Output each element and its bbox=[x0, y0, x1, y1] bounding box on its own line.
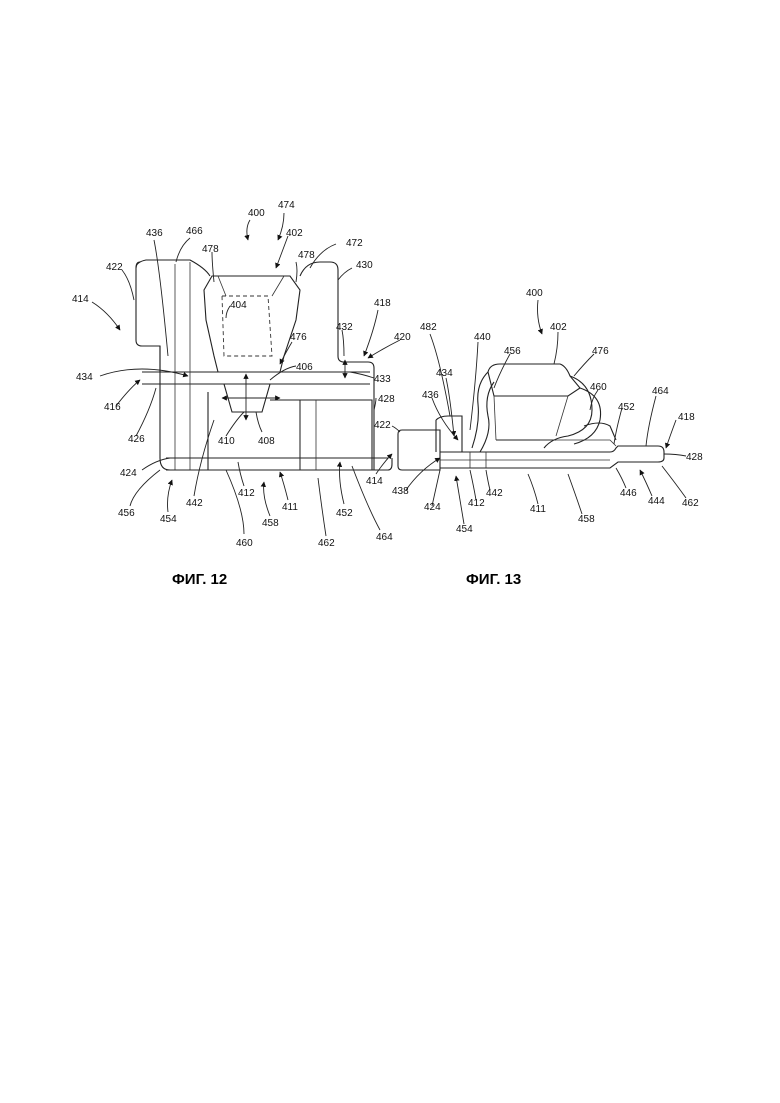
fig13-label: 438 bbox=[392, 486, 409, 497]
fig13-label: 412 bbox=[468, 498, 485, 509]
figure-13-leaders bbox=[392, 300, 686, 524]
fig13-label: 460 bbox=[590, 382, 607, 393]
fig13-label: 424 bbox=[424, 502, 441, 513]
figure-12-caption: ФИГ. 12 bbox=[172, 571, 227, 588]
fig12-label: 430 bbox=[356, 260, 373, 271]
fig13-label: 411 bbox=[530, 504, 546, 515]
fig13-label: 462 bbox=[682, 498, 699, 509]
fig13-label: 428 bbox=[686, 452, 703, 463]
fig12-label: 416 bbox=[104, 402, 121, 413]
fig12-label: 432 bbox=[336, 322, 353, 333]
figure-13-drawing bbox=[398, 364, 664, 470]
fig13-label: 436 bbox=[422, 390, 439, 401]
fig12-label: 408 bbox=[258, 436, 275, 447]
fig12-label: 472 bbox=[346, 238, 363, 249]
fig12-label: 460 bbox=[236, 538, 253, 549]
fig13-label: 458 bbox=[578, 514, 595, 525]
fig12-label: 411 bbox=[282, 502, 298, 513]
fig12-label: 478 bbox=[298, 250, 315, 261]
fig12-label: 426 bbox=[128, 434, 145, 445]
fig12-label: 404 bbox=[230, 300, 247, 311]
fig12-label: 456 bbox=[118, 508, 135, 519]
fig13-label: 402 bbox=[550, 322, 567, 333]
fig13-label: 456 bbox=[504, 346, 521, 357]
fig12-label: 420 bbox=[394, 332, 411, 343]
fig13-label: 442 bbox=[486, 488, 503, 499]
fig12-label: 452 bbox=[336, 508, 353, 519]
fig12-label: 464 bbox=[376, 532, 393, 543]
fig12-label: 454 bbox=[160, 514, 177, 525]
fig12-label: 458 bbox=[262, 518, 279, 529]
figure-13-labels: 400 402 482 440 456 476 434 460 436 464 … bbox=[374, 288, 703, 535]
fig13-label: 444 bbox=[648, 496, 665, 507]
fig13-label: 464 bbox=[652, 386, 669, 397]
fig12-label: 428 bbox=[378, 394, 395, 405]
fig12-label: 400 bbox=[248, 208, 265, 219]
fig12-label: 442 bbox=[186, 498, 203, 509]
fig12-label: 414 bbox=[366, 476, 383, 487]
fig12-label: 414 bbox=[72, 294, 89, 305]
fig12-label: 433 bbox=[374, 374, 391, 385]
fig12-label: 466 bbox=[186, 226, 203, 237]
fig13-label: 422 bbox=[374, 420, 391, 431]
fig12-label: 434 bbox=[76, 372, 93, 383]
fig12-label: 406 bbox=[296, 362, 313, 373]
fig13-label: 482 bbox=[420, 322, 437, 333]
fig13-label: 434 bbox=[436, 368, 453, 379]
fig13-label: 476 bbox=[592, 346, 609, 357]
fig12-label: 412 bbox=[238, 488, 255, 499]
fig13-label: 400 bbox=[526, 288, 543, 299]
fig12-label: 422 bbox=[106, 262, 123, 273]
fig13-label: 418 bbox=[678, 412, 695, 423]
fig12-label: 424 bbox=[120, 468, 137, 479]
fig12-label: 402 bbox=[286, 228, 303, 239]
figure-13-caption: ФИГ. 13 bbox=[466, 571, 521, 588]
fig13-label: 446 bbox=[620, 488, 637, 499]
fig12-label: 478 bbox=[202, 244, 219, 255]
fig12-label: 418 bbox=[374, 298, 391, 309]
fig12-label: 410 bbox=[218, 436, 235, 447]
fig12-label: 474 bbox=[278, 200, 295, 211]
fig13-label: 452 bbox=[618, 402, 635, 413]
fig12-label: 476 bbox=[290, 332, 307, 343]
fig12-label: 436 bbox=[146, 228, 163, 239]
fig13-label: 440 bbox=[474, 332, 491, 343]
fig12-label: 462 bbox=[318, 538, 335, 549]
fig13-label: 454 bbox=[456, 524, 473, 535]
